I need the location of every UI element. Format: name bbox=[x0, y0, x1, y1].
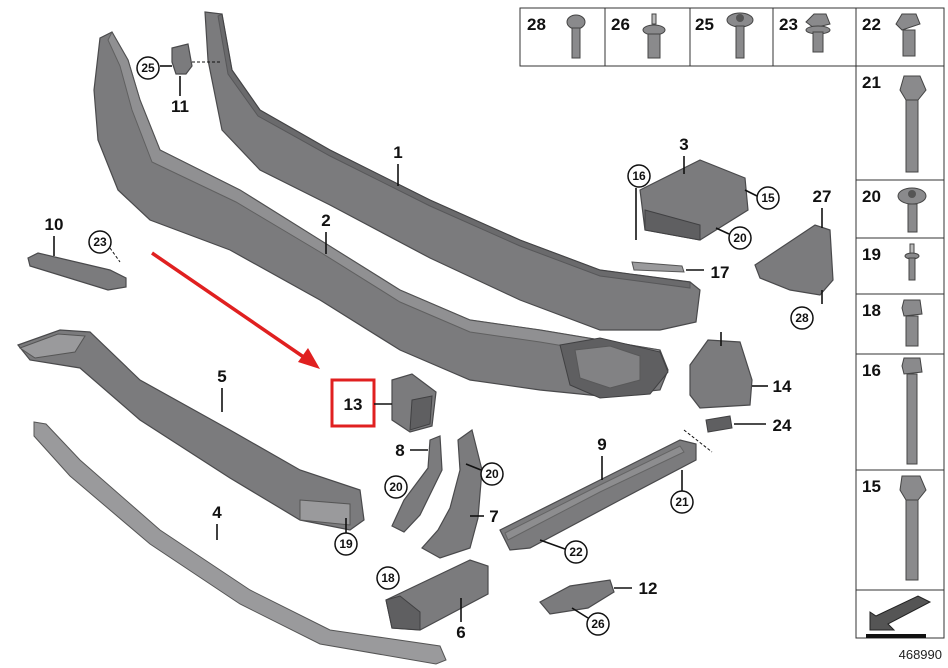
label-9: 9 bbox=[597, 435, 606, 454]
red-arrow bbox=[151, 251, 320, 369]
reference-number: 468990 bbox=[899, 647, 942, 662]
circle-label-21: 21 bbox=[670, 470, 694, 514]
fastener-table: 28 26 25 23 22 21 20 19 18 16 15 bbox=[519, 7, 945, 662]
part-12-plate bbox=[539, 579, 615, 615]
circle-label-20-bracket3: 20 bbox=[715, 226, 752, 250]
svg-text:26: 26 bbox=[591, 617, 605, 631]
table-label-28: 28 bbox=[527, 15, 546, 34]
circle-label-22: 22 bbox=[539, 539, 588, 564]
rivet-19-icon bbox=[904, 243, 920, 281]
bolt-21-icon bbox=[899, 75, 927, 173]
label-8: 8 bbox=[395, 441, 404, 460]
label-10: 10 bbox=[45, 215, 64, 234]
table-label-23: 23 bbox=[779, 15, 798, 34]
circle-label-18: 18 bbox=[376, 566, 400, 590]
bolt-15-icon bbox=[899, 475, 927, 581]
bolt-22-icon bbox=[895, 13, 921, 57]
part-14-plate bbox=[683, 332, 753, 453]
part-13-bracket bbox=[391, 373, 437, 433]
label-3: 3 bbox=[679, 135, 688, 154]
part-4-trim bbox=[33, 421, 447, 665]
screw-28-icon bbox=[566, 14, 586, 59]
table-label-15: 15 bbox=[862, 477, 881, 496]
table-label-26: 26 bbox=[611, 15, 630, 34]
svg-text:18: 18 bbox=[381, 571, 395, 585]
svg-text:22: 22 bbox=[569, 545, 583, 559]
label-5: 5 bbox=[217, 367, 226, 386]
part-8-bracket bbox=[391, 435, 443, 533]
label-4: 4 bbox=[212, 503, 222, 522]
table-label-22: 22 bbox=[862, 15, 881, 34]
label-24: 24 bbox=[773, 416, 792, 435]
table-label-20: 20 bbox=[862, 187, 881, 206]
circle-label-20-part8: 20 bbox=[384, 475, 408, 499]
label-11: 11 bbox=[171, 97, 189, 116]
screw-25-icon bbox=[726, 12, 754, 59]
table-label-19: 19 bbox=[862, 245, 881, 264]
svg-text:19: 19 bbox=[339, 537, 353, 551]
bolt-18-icon bbox=[901, 299, 923, 347]
part-10-bracket bbox=[27, 252, 127, 291]
svg-text:28: 28 bbox=[795, 311, 809, 325]
circle-label-25: 25 bbox=[136, 56, 160, 80]
screw-20-icon bbox=[897, 187, 927, 233]
table-label-16: 16 bbox=[862, 361, 881, 380]
label-14: 14 bbox=[773, 377, 792, 396]
circle-label-28: 28 bbox=[790, 306, 814, 330]
part-labels: 1 2 3 4 5 6 7 8 9 10 11 12 14 17 24 27 bbox=[45, 76, 832, 642]
part-9-rail bbox=[499, 439, 697, 551]
part-2-beam bbox=[93, 30, 669, 399]
svg-text:20: 20 bbox=[733, 231, 747, 245]
table-label-21: 21 bbox=[862, 73, 881, 92]
part-11-clip bbox=[160, 43, 220, 75]
circle-label-20-part7: 20 bbox=[465, 462, 504, 486]
circle-label-15: 15 bbox=[744, 186, 780, 210]
part-27-bracket bbox=[754, 224, 834, 304]
svg-text:21: 21 bbox=[675, 495, 689, 509]
circled-labels: 25 23 16 15 20 28 20 bbox=[88, 56, 814, 636]
circle-label-16: 16 bbox=[627, 164, 651, 188]
part-6-bracket bbox=[385, 559, 489, 631]
part-1-carrier bbox=[204, 11, 701, 331]
circle-label-26: 26 bbox=[571, 607, 610, 636]
label-27: 27 bbox=[813, 187, 832, 206]
highlight-box-13: 13 bbox=[330, 378, 392, 428]
label-7: 7 bbox=[489, 507, 498, 526]
label-2: 2 bbox=[321, 211, 330, 230]
circle-label-19: 19 bbox=[334, 518, 358, 556]
svg-text:23: 23 bbox=[93, 235, 107, 249]
svg-text:20: 20 bbox=[485, 467, 499, 481]
part-17-strip bbox=[631, 261, 685, 273]
part-3-bracket bbox=[635, 159, 749, 241]
table-label-18: 18 bbox=[862, 301, 881, 320]
bolt-16-icon bbox=[901, 357, 923, 465]
table-label-25: 25 bbox=[695, 15, 714, 34]
label-12: 12 bbox=[639, 579, 658, 598]
label-1: 1 bbox=[393, 143, 402, 162]
label-17: 17 bbox=[711, 263, 730, 282]
label-6: 6 bbox=[456, 623, 465, 642]
bolt-23-icon bbox=[805, 13, 831, 53]
svg-text:25: 25 bbox=[141, 61, 155, 75]
nav-arrow-icon bbox=[855, 589, 945, 639]
svg-text:15: 15 bbox=[761, 191, 775, 205]
svg-text:20: 20 bbox=[389, 480, 403, 494]
circle-label-23: 23 bbox=[88, 230, 121, 263]
part-5-support bbox=[17, 329, 365, 531]
svg-text:16: 16 bbox=[632, 169, 646, 183]
part-7-bracket bbox=[421, 428, 483, 559]
label-13: 13 bbox=[344, 395, 363, 414]
rivet-26-icon bbox=[642, 13, 666, 59]
